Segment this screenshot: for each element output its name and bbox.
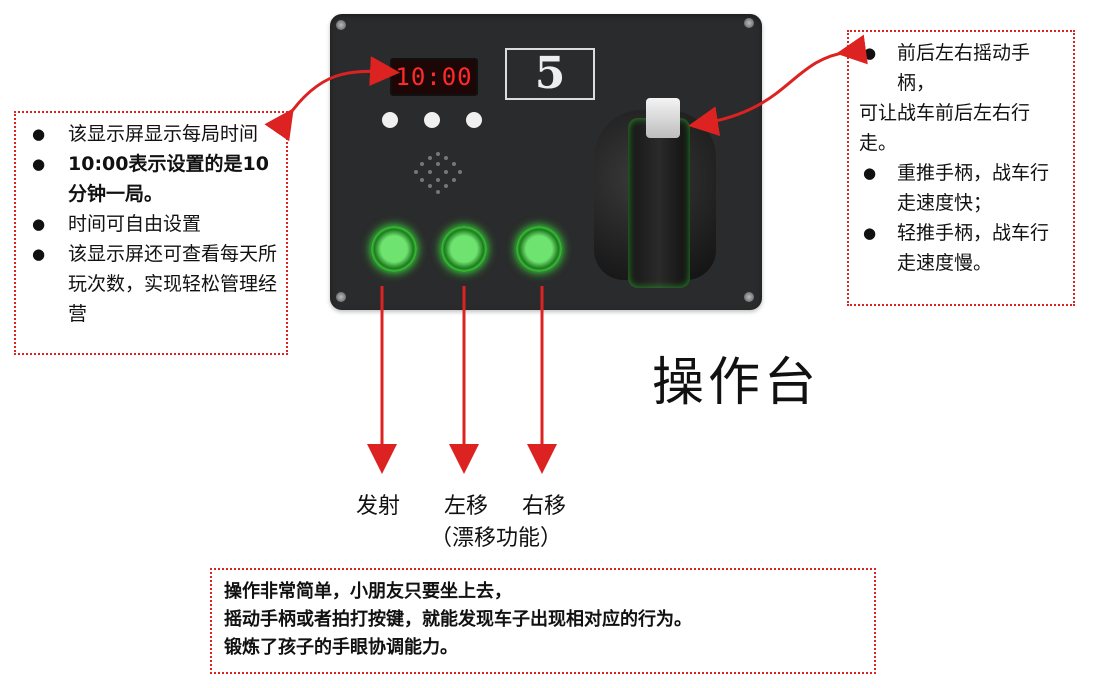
note-line: 锻炼了孩子的手眼协调能力。 — [224, 637, 458, 658]
left-move-button[interactable] — [441, 226, 487, 272]
note-line: 操作非常简单，小朋友只要坐上去， — [224, 581, 512, 602]
right-info-item: 重推手柄，战车行走速度快； — [859, 158, 1065, 218]
note-box: 操作非常简单，小朋友只要坐上去， 摇动手柄或者拍打按键，就能发现车子出现相对应的… — [210, 568, 876, 674]
drift-label: （漂移功能） — [430, 526, 563, 551]
joystick-handle[interactable] — [628, 118, 690, 288]
note-line: 摇动手柄或者拍打按键，就能发现车子出现相对应的行为。 — [224, 609, 692, 630]
right-info-line: 可让战车前后左右行走。 — [859, 102, 1031, 154]
speaker-grille-icon — [414, 152, 462, 194]
left-info-box: 该显示屏显示每局时间 10:00表示设置的是10分钟一局。 时间可自由设置 该显… — [14, 111, 288, 355]
left-info-item: 时间可自由设置 — [24, 209, 278, 239]
station-number: 5 — [505, 48, 595, 100]
screw-icon — [744, 18, 754, 28]
screw-icon — [336, 292, 346, 302]
right-move-button[interactable] — [516, 226, 562, 272]
time-display: 10:00 — [390, 58, 478, 96]
left-info-item: 该显示屏显示每局时间 — [24, 119, 278, 149]
indicator-led — [424, 112, 440, 128]
left-info-item: 10:00表示设置的是10分钟一局。 — [24, 149, 278, 209]
left-move-label: 左移 — [444, 494, 489, 519]
joystick-arrow — [688, 34, 868, 137]
left-info-item: 该显示屏还可查看每天所玩次数，实现轻松管理经营 — [24, 239, 278, 329]
display-arrow — [264, 56, 400, 142]
fire-button[interactable] — [371, 226, 417, 272]
joystick-cap[interactable] — [646, 98, 680, 138]
right-info-box: 前后左右摇动手柄， 可让战车前后左右行走。 重推手柄，战车行走速度快； 轻推手柄… — [847, 30, 1075, 306]
fire-label: 发射 — [356, 494, 401, 519]
right-info-item: 轻推手柄，战车行走速度慢。 — [859, 218, 1065, 278]
screw-icon — [336, 20, 346, 30]
indicator-led — [466, 112, 482, 128]
right-move-label: 右移 — [522, 494, 567, 519]
console-title: 操作台 — [652, 353, 821, 413]
screw-icon — [744, 292, 754, 302]
